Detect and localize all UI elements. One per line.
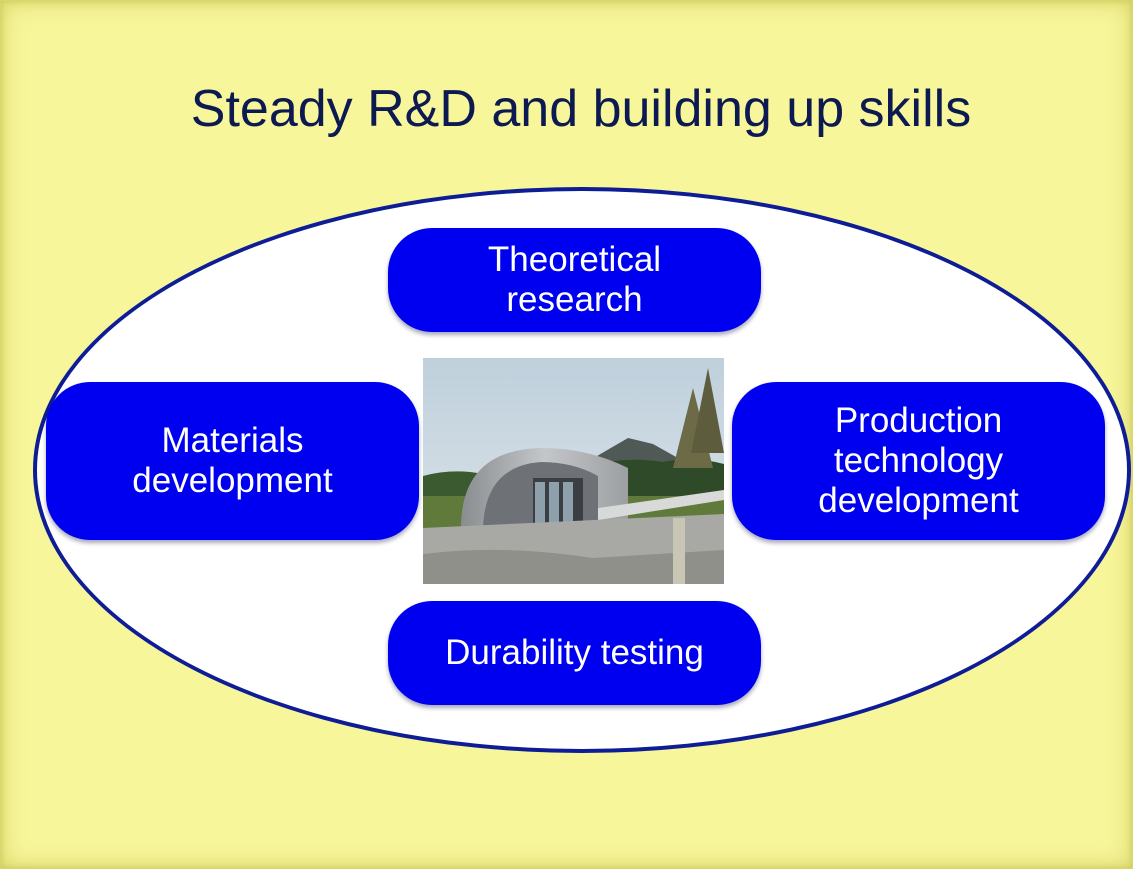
durability-testing-node: Durability testing [388,601,761,705]
materials-development-node: Materials development [46,382,419,540]
production-technology-label: Production technology development [818,401,1019,520]
theoretical-research-node: Theoretical research [388,228,761,332]
slide-title: Steady R&D and building up skills [190,80,972,138]
theoretical-research-label: Theoretical research [487,240,662,319]
production-technology-node: Production technology development [732,382,1105,540]
durability-testing-label: Durability testing [445,633,704,672]
facility-illustration [423,358,724,584]
research-facility-photo [423,358,724,584]
materials-development-label: Materials development [132,421,333,500]
